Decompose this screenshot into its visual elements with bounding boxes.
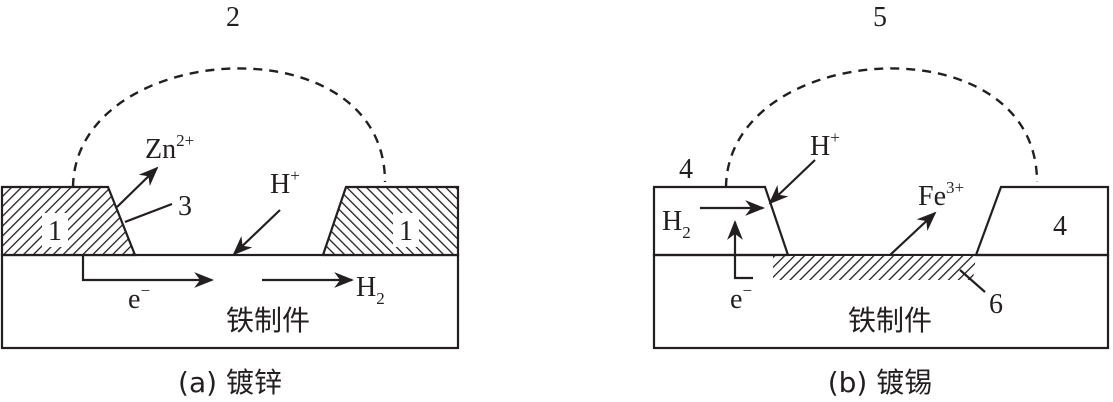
h-ion-label-a: H+	[270, 166, 300, 200]
panel-a-galvanized: 1 1 2 Zn2+ 3 H+ H2 e− 铁制件 (a) 镀锌	[0, 2, 460, 399]
h2-label-a: H2	[356, 272, 385, 308]
zinc-coating-left	[0, 185, 137, 257]
electron-flow-arrow-a	[81, 255, 214, 288]
substrate-label-a: 铁制件	[226, 304, 310, 337]
tin-coating-right	[974, 185, 1110, 257]
interface-label: 3	[178, 191, 192, 222]
electron-flow-arrow-b	[727, 220, 753, 280]
h-ion-arrow-b	[768, 159, 816, 205]
interface-leader	[124, 202, 173, 224]
h-ion-label-b: H+	[810, 128, 840, 162]
coating-label-left-b: 4	[679, 154, 693, 185]
iron-substrate-a	[0, 253, 460, 350]
external-circuit-b	[724, 67, 1039, 188]
iron-substrate-b	[652, 253, 1110, 350]
external-circuit-a	[71, 67, 387, 188]
circuit-label-b: 5	[873, 2, 887, 33]
electron-label-b: e−	[730, 281, 752, 315]
panel-b-tinned: 4 4 5 H+ H2 e− Fe3+ 6 铁制件 (b) 镀锡	[652, 2, 1110, 399]
fe-ion-label: Fe3+	[918, 178, 964, 212]
electron-label-a: e−	[128, 281, 150, 315]
zinc-coating-right	[321, 185, 460, 257]
corrosion-region	[773, 256, 976, 280]
corrosion-leader	[959, 269, 986, 293]
h-ion-arrow-a	[232, 209, 281, 256]
h2-label-b: H2	[662, 206, 691, 242]
coating-label-right-b: 4	[1053, 211, 1067, 242]
tin-coating-left	[652, 185, 790, 257]
fe-ion-arrow	[889, 211, 937, 256]
substrate-label-b: 铁制件	[848, 304, 932, 337]
zn-ion-arrow	[116, 166, 159, 208]
coating-label-left: 1	[48, 216, 62, 247]
coating-label-right: 1	[399, 216, 413, 247]
caption-b: (b) 镀锡	[828, 366, 933, 399]
zn-ion-label: Zn2+	[145, 131, 194, 165]
circuit-label-a: 2	[226, 2, 240, 33]
corrosion-label: 6	[989, 289, 1003, 320]
caption-a: (a) 镀锌	[178, 366, 282, 399]
